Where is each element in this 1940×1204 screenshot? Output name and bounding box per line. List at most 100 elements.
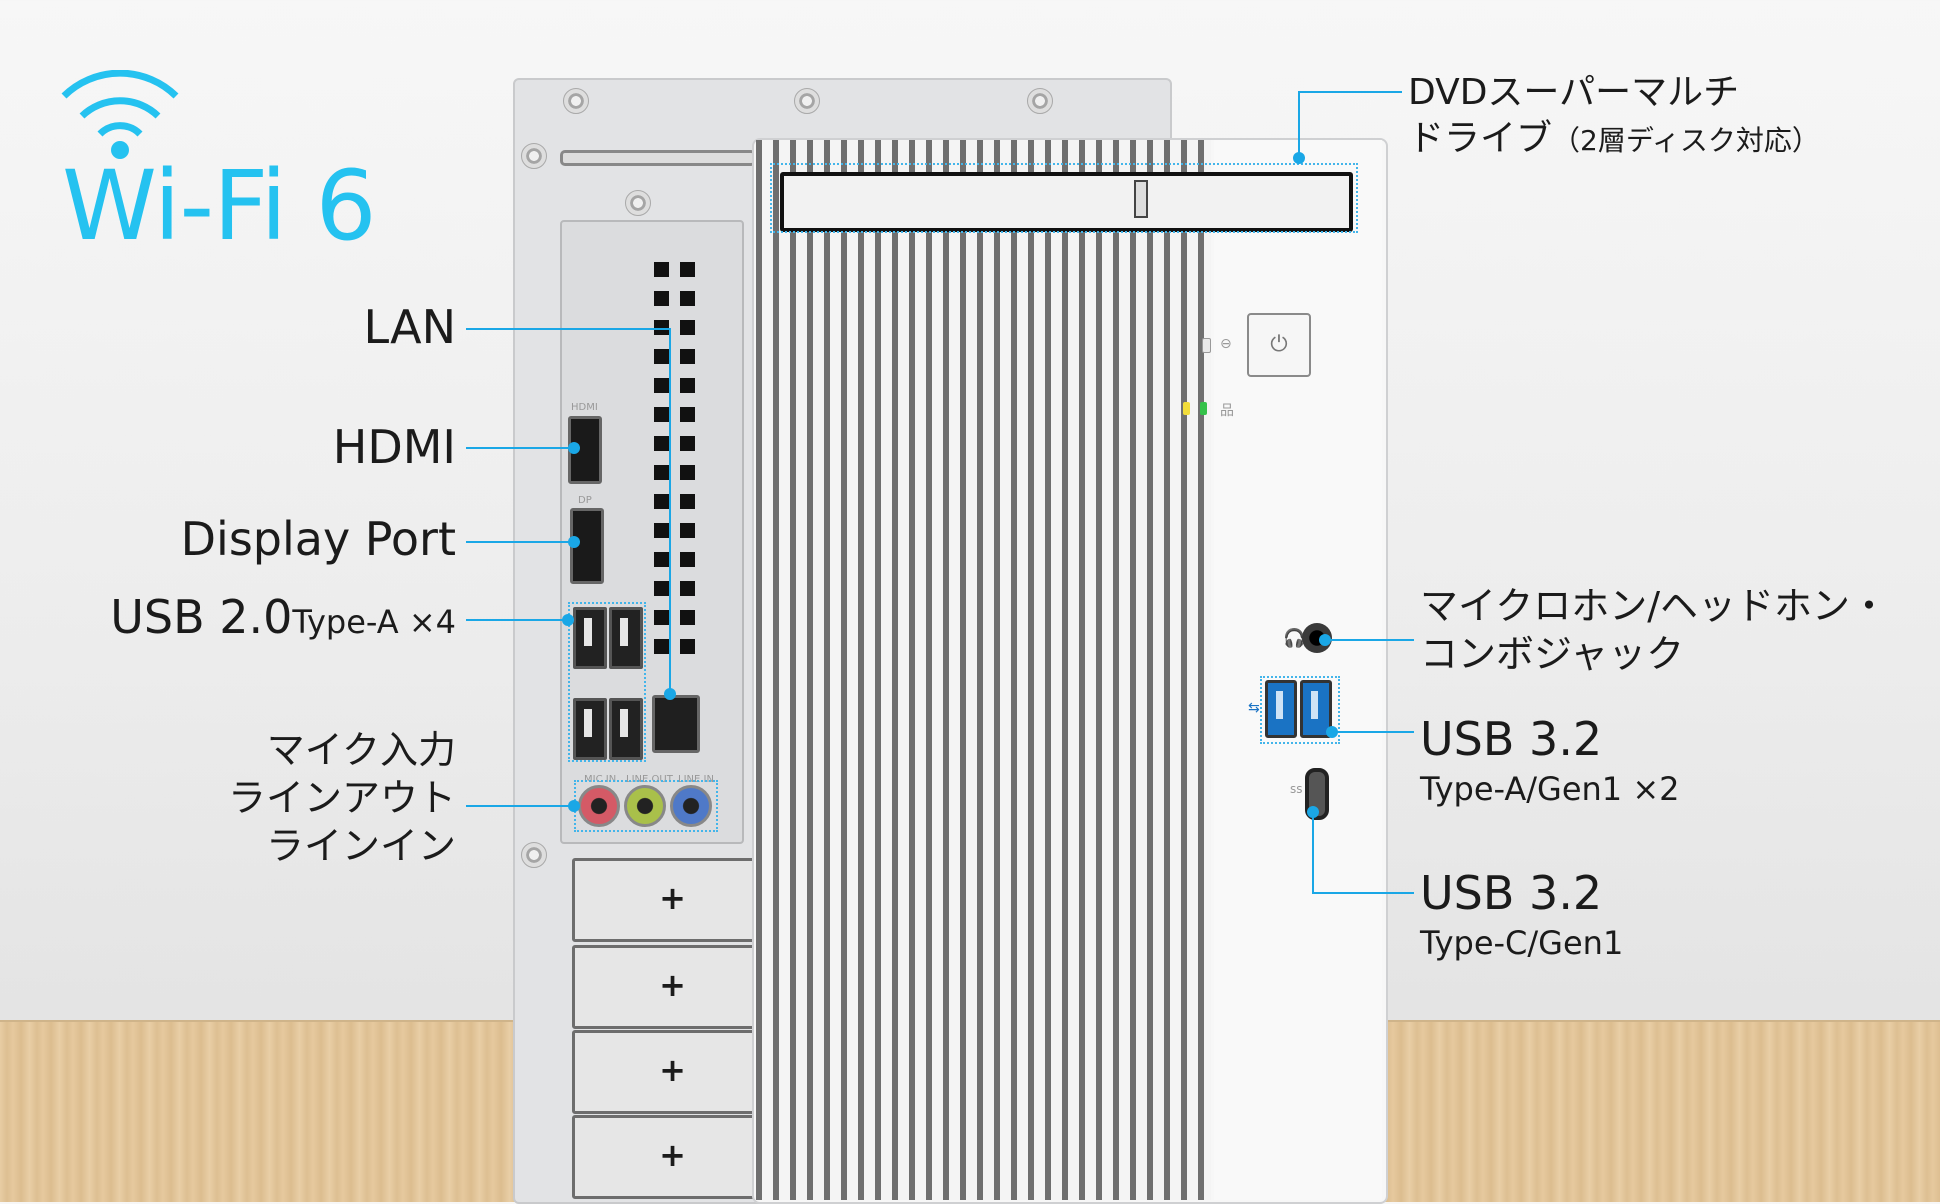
callout-dot-lan [664, 688, 676, 700]
network-icon: 品 [1220, 403, 1234, 419]
usb-icon: ss [1290, 782, 1303, 796]
label-combo-jack: マイクロホン/ヘッドホン・ コンボジャック [1420, 582, 1888, 678]
io-vent-hole [680, 407, 695, 422]
network-led [1200, 402, 1207, 415]
io-vent-hole [654, 291, 669, 306]
usb20-port [609, 607, 643, 669]
lan-port [652, 695, 700, 753]
chassis-screw [563, 88, 589, 114]
line-in-print: LINE IN [678, 774, 714, 785]
plus-icon: + [659, 1051, 686, 1089]
io-vent-hole [680, 349, 695, 364]
status-led [1183, 402, 1190, 415]
expansion-slot: + [572, 945, 773, 1029]
label-usb32c-main: USB 3.2 [1420, 866, 1603, 920]
io-vent-hole [654, 407, 669, 422]
io-vent-hole [680, 639, 695, 654]
plus-icon: + [659, 1136, 686, 1174]
io-vent-hole [680, 581, 695, 596]
io-vent-hole [680, 610, 695, 625]
dvd-eject-button [1134, 180, 1148, 218]
io-vent-hole [680, 552, 695, 567]
label-dvd-note: （2層ディスク対応） [1552, 124, 1820, 157]
expansion-slot: + [572, 858, 773, 942]
label-usb20-sub: Type-A ×4 [292, 603, 456, 641]
label-displayport: Display Port [180, 512, 456, 566]
usb20-port [573, 607, 607, 669]
callout-line-dvd [1298, 91, 1402, 93]
io-vent-hole [654, 262, 669, 277]
callout-dot-dp [568, 536, 580, 548]
label-usb32a-sub: Type-A/Gen1 ×2 [1420, 770, 1680, 808]
mic-in-print: MIC IN [584, 774, 617, 785]
callout-line-usb32c [1312, 812, 1314, 894]
drive-icon: ⊖ [1220, 336, 1232, 352]
io-vent-hole [680, 436, 695, 451]
label-usb32a-main: USB 3.2 [1420, 712, 1603, 766]
hdmi-print: HDMI [571, 402, 598, 413]
callout-dot-usb20 [562, 614, 574, 626]
callout-line-hdmi [466, 447, 574, 449]
callout-dot-hdmi [568, 442, 580, 454]
io-vent-hole [654, 639, 669, 654]
callout-line-usb32c [1312, 892, 1414, 894]
chassis-screw [794, 88, 820, 114]
dvd-outline [770, 163, 1358, 233]
label-dvd-line1: DVDスーパーマルチ [1408, 72, 1740, 113]
line-out-print: LINE OUT [626, 774, 673, 785]
callout-dot-dvd [1293, 152, 1305, 164]
io-vent-hole [680, 291, 695, 306]
expansion-slot: + [572, 1115, 773, 1199]
label-combo-line2: コンボジャック [1420, 632, 1685, 676]
io-vent-hole [680, 262, 695, 277]
dp-print: DP [578, 495, 592, 506]
label-dvd-line2: ドライブ [1408, 118, 1553, 159]
chassis-screw [521, 143, 547, 169]
io-vent-hole [654, 378, 669, 393]
wifi-icon [61, 70, 179, 159]
usb32-a-outline [1260, 676, 1340, 744]
label-usb20: USB 2.0Type-A ×4 [110, 590, 456, 644]
callout-dot-usb32a [1326, 726, 1338, 738]
label-usb20-main: USB 2.0 [110, 590, 293, 644]
chassis-screw [521, 842, 547, 868]
io-screw [625, 190, 651, 216]
usb20-port [609, 698, 643, 760]
io-vent-hole [654, 465, 669, 480]
label-usb32c: USB 3.2 Type-C/Gen1 [1420, 866, 1623, 962]
power-icon: ⏻ [1247, 313, 1311, 377]
front-io-panel [1214, 140, 1382, 1200]
label-usb32a: USB 3.2 Type-A/Gen1 ×2 [1420, 712, 1679, 808]
label-audio-line2: ラインアウト [227, 776, 456, 820]
label-hdmi: HDMI [332, 420, 456, 474]
expansion-slot: + [572, 1030, 773, 1114]
io-vent-hole [654, 610, 669, 625]
usb-icon: ⇆ [1248, 700, 1260, 716]
line-in-jack [670, 785, 712, 827]
usb32-a-port [1265, 680, 1297, 738]
chassis-rail [560, 150, 756, 166]
label-dvd: DVDスーパーマルチ ドライブ（2層ディスク対応） [1408, 70, 1820, 164]
label-lan: LAN [363, 300, 456, 354]
callout-dot-audio [568, 800, 580, 812]
io-vent-hole [654, 349, 669, 364]
dvd-drive-bay [780, 172, 1353, 232]
callout-line-lan [466, 328, 671, 330]
chassis-screw [1027, 88, 1053, 114]
plus-icon: + [659, 966, 686, 1004]
callout-line-lan [669, 328, 671, 694]
callout-line-usb32a [1334, 731, 1414, 733]
audio-group-outline [574, 780, 718, 832]
io-vent-hole [654, 320, 669, 335]
drive-led [1202, 338, 1211, 353]
callout-line-combo [1320, 639, 1414, 641]
io-vent-hole [680, 494, 695, 509]
io-vent-hole [654, 552, 669, 567]
label-audio-line3: ラインイン [265, 824, 456, 868]
io-vent-hole [654, 494, 669, 509]
usb20-port [573, 698, 607, 760]
label-audio-line1: マイク入力 [266, 728, 456, 772]
callout-line-usb20 [466, 619, 568, 621]
callout-line-audio [466, 805, 574, 807]
io-vent-hole [654, 436, 669, 451]
